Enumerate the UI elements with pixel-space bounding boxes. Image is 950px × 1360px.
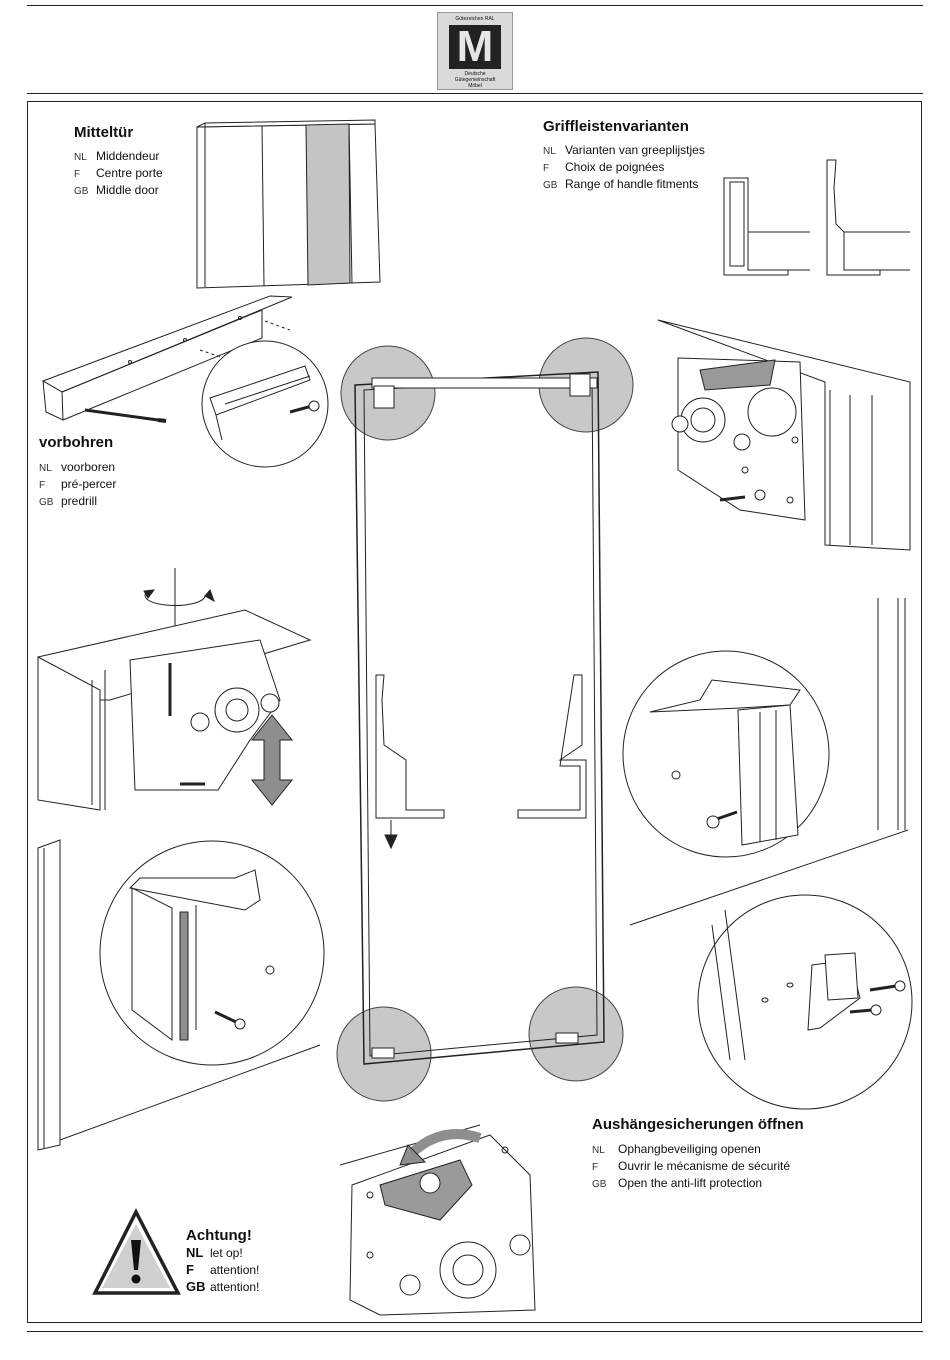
translation-text: Choix de poignées <box>565 160 665 174</box>
translation-text: Range of handle fitments <box>565 177 699 191</box>
griffleisten-title: Griffleistenvarianten <box>543 118 689 135</box>
logo-text-bottom-1: Deutsche <box>464 71 486 77</box>
lang-code: NL <box>74 152 87 163</box>
translation-text: voorboren <box>61 460 116 474</box>
logo-letter: M <box>456 22 494 71</box>
lang-code: GB <box>39 497 54 508</box>
lang-code: F <box>592 1162 599 1173</box>
handle-rail-drill-illustration <box>41 295 293 423</box>
lang-code: NL <box>39 463 52 474</box>
lang-code: F <box>74 169 81 180</box>
mitteltuer-title: Mitteltür <box>74 124 134 141</box>
lang-code: GB <box>74 186 89 197</box>
aushaenge-title: Aushängesicherungen öffnen <box>592 1116 804 1133</box>
content-frame <box>27 101 922 1323</box>
mitteltuer-row-nl: NL Middendeur <box>74 149 159 165</box>
vorbohren-title: vorbohren <box>39 434 114 451</box>
lang-code: GB <box>186 1279 206 1294</box>
logo-text-top: Gütezeichen RAL <box>455 16 495 22</box>
griffleisten-row-f: F Choix de poignées <box>543 160 664 176</box>
right-profile-screw-detail <box>622 598 909 926</box>
central-door-illustration <box>336 337 634 1102</box>
footer-rule <box>27 1331 923 1332</box>
logo-text-bottom-3: Möbel <box>468 83 482 89</box>
anti-lift-plate-detail <box>697 894 913 1110</box>
translation-text: Ouvrir le mécanisme de sécurité <box>618 1159 791 1173</box>
ral-quality-logo: Gütezeichen RAL M Deutsche Gütegemeinsch… <box>437 12 513 90</box>
griffleisten-row-nl: NL Varianten van greeplijstjes <box>543 143 705 159</box>
left-profile-screw-detail <box>37 839 325 1151</box>
open-anti-lift-illustration <box>339 1124 536 1316</box>
vorbohren-row-gb: GB predrill <box>39 494 97 510</box>
header-rule <box>27 93 923 94</box>
height-adjustment-illustration <box>37 568 312 811</box>
rail-screw-detail-circle <box>201 340 329 468</box>
lang-code: NL <box>592 1145 605 1156</box>
lang-code: F <box>39 480 46 491</box>
translation-text: Ophangbeveiliging openen <box>618 1142 761 1156</box>
translation-text: attention! <box>210 1280 260 1294</box>
lang-code: GB <box>592 1179 607 1190</box>
lang-code: GB <box>543 180 558 191</box>
aushaenge-row-gb: GB Open the anti-lift protection <box>592 1176 762 1192</box>
achtung-row-nl: NL let op! <box>186 1245 243 1261</box>
logo-text-bottom-2: Gütegemeinschaft <box>454 77 496 83</box>
wardrobe-illustration <box>196 119 381 289</box>
aushaenge-row-nl: NL Ophangbeveiliging openen <box>592 1142 761 1158</box>
translation-text: Middendeur <box>96 149 160 163</box>
lang-code: NL <box>186 1245 204 1260</box>
translation-text: Varianten van greeplijstjes <box>565 143 705 157</box>
achtung-title: Achtung! <box>186 1227 252 1244</box>
translation-text: Middle door <box>96 183 159 197</box>
mitteltuer-row-gb: GB Middle door <box>74 183 159 199</box>
translation-text: pré-percer <box>61 477 117 491</box>
translation-text: Open the anti-lift protection <box>618 1176 763 1190</box>
lang-code: F <box>543 163 550 174</box>
translation-text: Centre porte <box>96 166 163 180</box>
logo-m-block: M <box>449 22 501 71</box>
top-fitting-detail <box>657 319 911 551</box>
lang-code: NL <box>543 146 556 157</box>
top-rule <box>27 5 923 6</box>
mitteltuer-row-f: F Centre porte <box>74 166 163 182</box>
translation-text: attention! <box>210 1263 260 1277</box>
warning-triangle-icon <box>92 1208 181 1295</box>
lang-code: F <box>186 1262 194 1277</box>
handle-profile-variants <box>723 159 910 276</box>
translation-text: predrill <box>61 494 98 508</box>
vorbohren-row-nl: NL voorboren <box>39 460 115 476</box>
griffleisten-row-gb: GB Range of handle fitments <box>543 177 698 193</box>
achtung-row-gb: GB attention! <box>186 1279 260 1295</box>
aushaenge-row-f: F Ouvrir le mécanisme de sécurité <box>592 1159 790 1175</box>
translation-text: let op! <box>210 1246 243 1260</box>
